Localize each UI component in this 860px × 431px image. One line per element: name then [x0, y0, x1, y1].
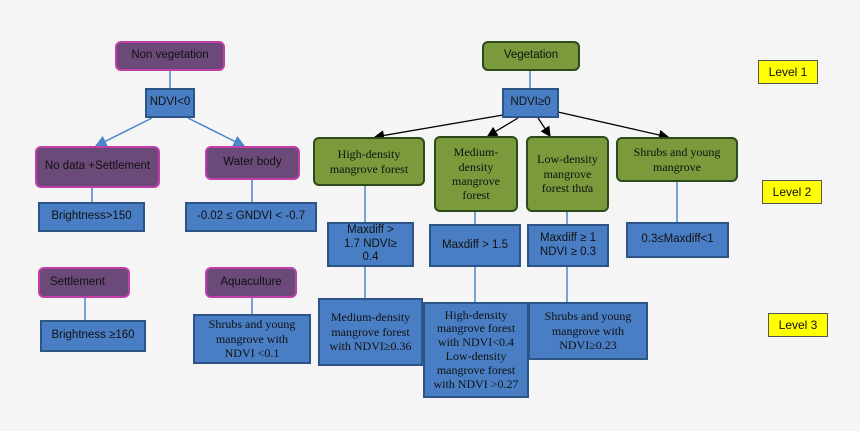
node-settlement: Settlement: [38, 267, 130, 298]
node-shrubs-young: Shrubs and young mangrove: [616, 137, 738, 182]
level-3-label: Level 3: [768, 313, 828, 337]
node-maxdiff-17: Maxdiff > 1.7 NDVI≥ 0.4: [327, 222, 414, 267]
edge-ndvi-nodata: [94, 117, 153, 147]
edge-ndvi-water: [187, 117, 246, 147]
node-nodata-settlement: No data +Settlement: [35, 146, 160, 188]
edge-ndvi-high: [373, 114, 504, 141]
node-brightness-ge160: Brightness ≥160: [40, 320, 146, 352]
edge-ndvi-low: [537, 117, 551, 138]
edge-ndvi-medium: [486, 117, 519, 137]
node-water-body: Water body: [205, 146, 300, 180]
node-high-density: High-density mangrove forest: [313, 137, 425, 186]
node-brightness-gt150: Brightness>150: [38, 202, 145, 232]
edge-ndvi-shrubs: [557, 111, 670, 141]
node-medium-density: Medium-density mangrove forest: [434, 136, 518, 212]
node-aquaculture: Aquaculture: [205, 267, 297, 298]
node-gndvi-range: -0.02 ≤ GNDVI < -0.7: [185, 202, 317, 232]
level-1-label: Level 1: [758, 60, 818, 84]
level-2-label: Level 2: [762, 180, 822, 204]
node-vegetation: Vegetation: [482, 41, 580, 71]
node-non-vegetation: Non vegetation: [115, 41, 225, 71]
node-ndvi-lt0: NDVI<0: [145, 88, 195, 118]
node-l3-shrubs: Shrubs and young mangrove with NDVI≥0.23: [528, 302, 648, 360]
node-maxdiff-1: Maxdiff ≥ 1 NDVI ≥ 0.3: [527, 224, 609, 267]
node-ndvi-ge0: NDVI≥0: [502, 88, 559, 118]
node-l3-medium: Medium-density mangrove forest with NDVI…: [318, 298, 423, 366]
node-aqua-shrubs: Shrubs and young mangrove with NDVI <0.1: [193, 314, 311, 364]
node-low-density: Low-density mangrove forest thưa: [526, 136, 609, 212]
node-l3-high-low: High-density mangrove forest with NDVI<0…: [423, 302, 529, 398]
node-maxdiff-15: Maxdiff > 1.5: [429, 224, 521, 267]
node-maxdiff-range: 0.3≤Maxdiff<1: [626, 222, 729, 258]
